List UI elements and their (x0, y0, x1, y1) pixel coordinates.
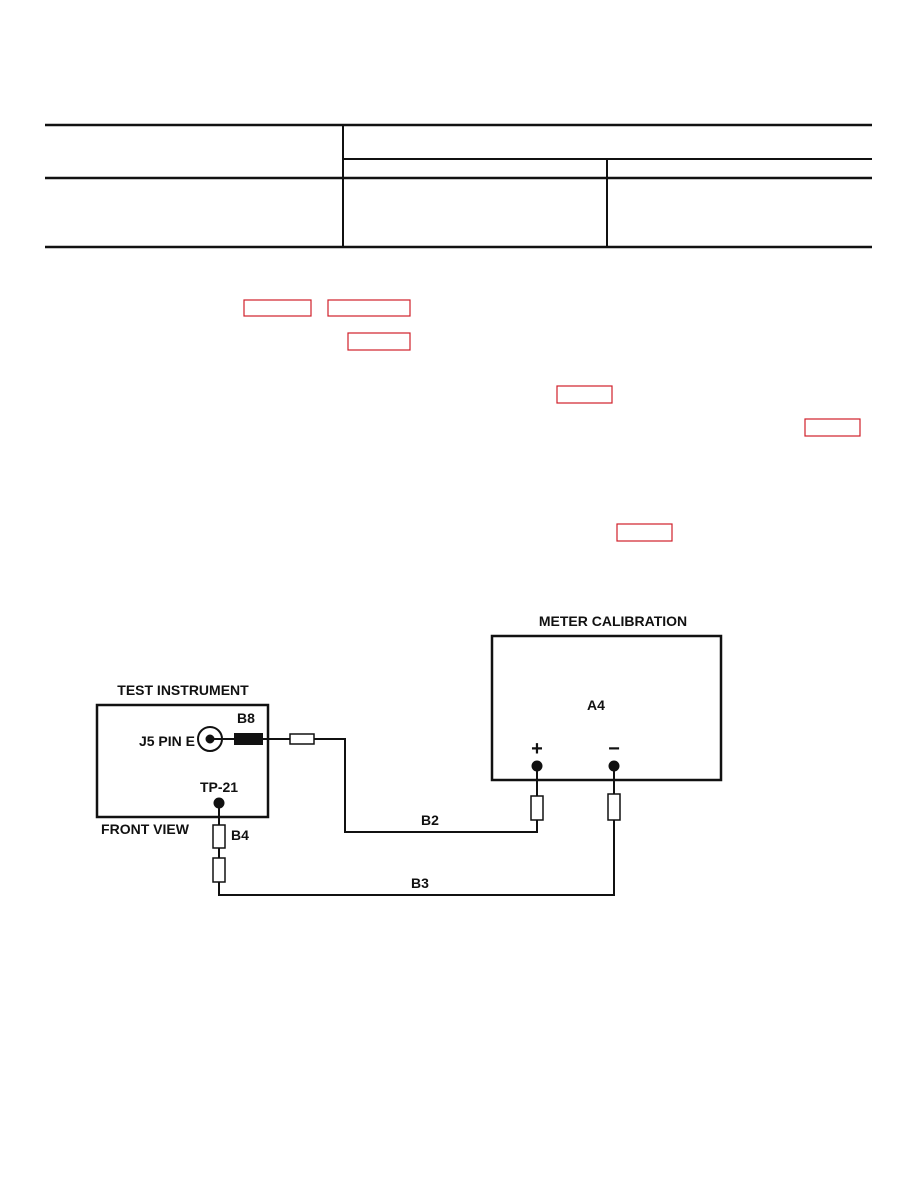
lead-b2-label: B2 (421, 812, 439, 828)
minus-terminal-label: − (608, 738, 620, 760)
testpoint-label: TP-21 (200, 779, 238, 795)
adapter-b8 (234, 733, 263, 745)
reference-link-box[interactable] (616, 523, 673, 542)
adapter-label: B8 (237, 710, 255, 726)
meter-title: METER CALIBRATION (539, 613, 687, 629)
instrument-box (95, 703, 270, 819)
lead-b3-b4: B4 B3 (212, 766, 621, 896)
reference-link-box[interactable] (243, 299, 312, 317)
instrument-title: TEST INSTRUMENT (117, 682, 249, 698)
plus-terminal-label: + (531, 738, 543, 760)
lead-b4-label: B4 (231, 827, 249, 843)
meter-id: A4 (587, 697, 605, 713)
reference-link-box[interactable] (327, 299, 411, 317)
meter-box (490, 634, 723, 782)
table-grid (45, 123, 872, 249)
reference-link-box[interactable] (556, 385, 613, 404)
lead-b2: B2 (262, 733, 544, 833)
wiring-diagram: METER CALIBRATION A4 + − TEST INSTRUMENT… (95, 613, 723, 896)
reference-link-box[interactable] (804, 418, 861, 437)
lead-b3-label: B3 (411, 875, 429, 891)
connector-label: J5 PIN E (139, 733, 195, 749)
reference-link-box[interactable] (347, 332, 411, 351)
view-label: FRONT VIEW (101, 821, 190, 837)
